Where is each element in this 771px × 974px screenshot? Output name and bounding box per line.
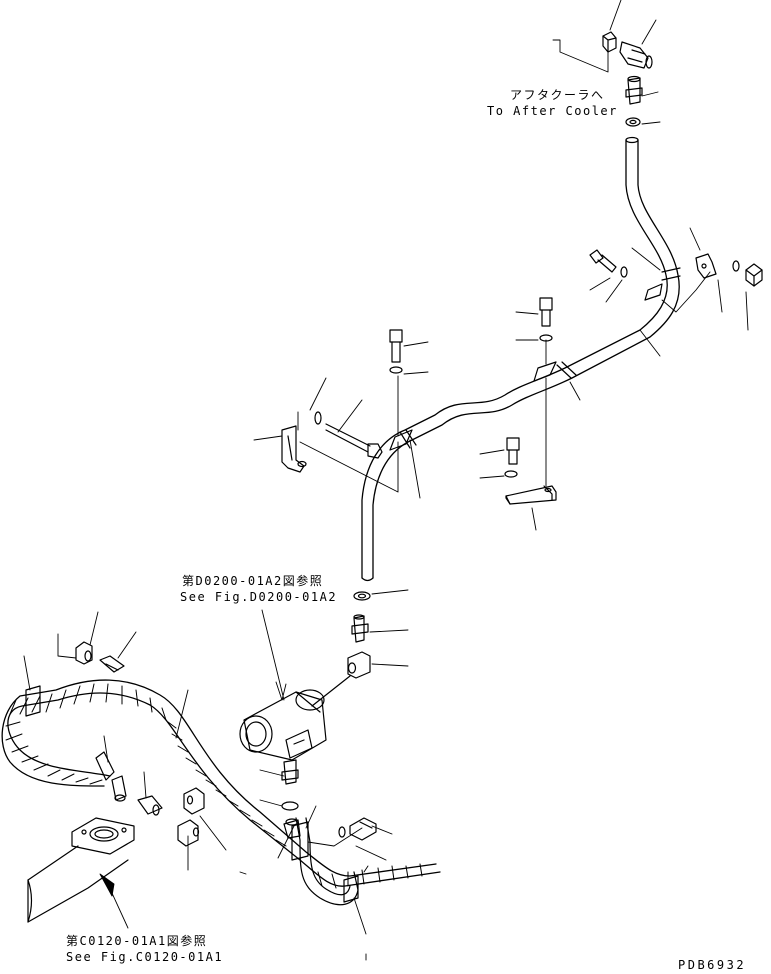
- ref-d0200-label-en: See Fig.D0200-01A2: [180, 590, 338, 604]
- lower-right-bracket: [505, 485, 557, 505]
- ref-d0200-label-jp: 第D0200-01A2図参照: [182, 574, 324, 588]
- top-fittings: [602, 31, 653, 127]
- to-cooler-label-en: To After Cooler: [487, 104, 618, 118]
- to-cooler-label-jp: アフタクーラへ: [510, 88, 605, 102]
- ref-c0120-label-en: See Fig.C0120-01A1: [66, 950, 224, 964]
- lower-small-fittings: [75, 641, 377, 847]
- middle-fittings: [347, 591, 371, 679]
- ref-c0120-label-jp: 第C0120-01A1図参照: [66, 934, 208, 948]
- valve-body: [239, 675, 351, 839]
- upper-right-hardware: [389, 249, 763, 478]
- leader-lines: [23, 0, 749, 961]
- lower-hose: [1, 679, 441, 906]
- lower-flange: [27, 817, 135, 923]
- drawing-number: PDB6932: [678, 958, 747, 972]
- left-bracket: [281, 411, 383, 473]
- upper-tube: [361, 136, 681, 582]
